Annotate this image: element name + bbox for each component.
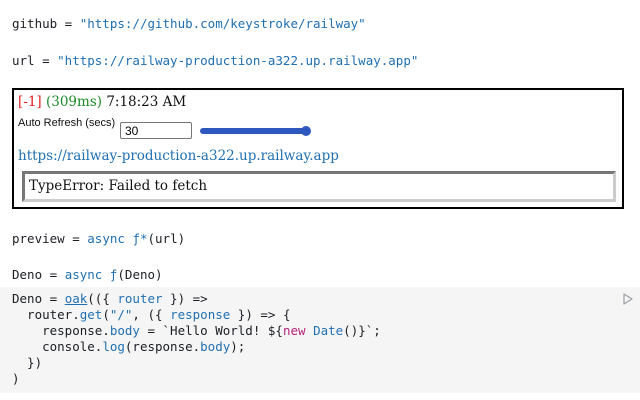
function-glyph: ƒ* xyxy=(132,231,148,246)
code-token-fn: get xyxy=(79,307,103,322)
code-token: response. xyxy=(12,323,110,338)
code-token: = `Hello World! ${ xyxy=(139,323,283,338)
string-value: "https://railway-production-a322.up.rail… xyxy=(57,53,419,68)
code-token: ()}`; xyxy=(343,323,381,338)
code-line: router.get("/", ({ response }) => { xyxy=(12,307,291,323)
code-line: }) xyxy=(12,355,43,370)
var-name: url xyxy=(12,53,35,68)
code-line: Deno = oak(({ router }) => xyxy=(12,291,208,307)
code-token xyxy=(306,323,314,338)
code-line: console.log(response.body); xyxy=(12,339,245,355)
cell-github[interactable]: github = "https://github.com/keystroke/r… xyxy=(12,16,366,32)
string-value: "https://github.com/keystroke/railway" xyxy=(79,16,366,31)
code-token-fn: oak xyxy=(64,291,88,306)
code-token: ); xyxy=(230,339,246,354)
code-token: (({ xyxy=(87,291,118,306)
status-duration: (309ms) xyxy=(45,94,103,110)
preview-widget: [-1] (309ms) 7:18:23 AM Auto Refresh (se… xyxy=(12,88,624,209)
var-name: github xyxy=(12,16,58,31)
var-name: Deno xyxy=(12,267,43,282)
function-args: (url) xyxy=(147,231,186,246)
cell-preview[interactable]: preview = async ƒ*(url) xyxy=(12,231,185,247)
var-name: preview xyxy=(12,231,65,246)
cell-url[interactable]: url = "https://railway-production-a322.u… xyxy=(12,53,418,69)
cell-deno[interactable]: Deno = async ƒ(Deno) xyxy=(12,267,163,283)
async-keyword: async xyxy=(87,231,125,246)
code-token: }) => xyxy=(162,291,208,306)
assign-op: = xyxy=(34,53,58,68)
assign-op: = xyxy=(64,231,88,246)
code-token-fn: Date xyxy=(313,323,344,338)
function-glyph: ƒ xyxy=(109,267,118,282)
code-token: (response. xyxy=(124,339,201,354)
assign-op: = xyxy=(57,16,80,31)
code-token: ( xyxy=(102,307,110,322)
preview-url-link[interactable]: https://railway-production-a322.up.railw… xyxy=(18,148,339,164)
code-token-prop: body xyxy=(109,323,140,338)
code-token: Deno = xyxy=(12,291,65,306)
code-token-prop: body xyxy=(200,339,231,354)
code-token: }) => { xyxy=(230,307,291,322)
code-token: , ({ xyxy=(132,307,171,322)
slider-track xyxy=(200,128,306,134)
code-line: ) xyxy=(12,371,20,386)
assign-op: = xyxy=(42,267,65,282)
error-message: TypeError: Failed to fetch xyxy=(29,178,208,194)
code-token-param: router xyxy=(117,291,163,306)
auto-refresh-label: Auto Refresh (secs) xyxy=(18,117,116,129)
code-token-fn: log xyxy=(102,339,125,354)
status-time: 7:18:23 AM xyxy=(106,94,187,110)
code-editor[interactable]: Deno = oak(({ router }) => router.get("/… xyxy=(0,287,640,393)
slider-thumb[interactable] xyxy=(301,126,311,136)
code-token-keyword: new xyxy=(282,323,306,338)
code-token: router. xyxy=(12,307,80,322)
function-args: (Deno) xyxy=(117,267,163,282)
status-line: [-1] (309ms) 7:18:23 AM xyxy=(18,94,186,110)
auto-refresh-slider[interactable] xyxy=(200,126,311,136)
code-token-string: "/" xyxy=(109,307,133,322)
play-icon[interactable] xyxy=(622,293,634,305)
code-line: response.body = `Hello World! ${new Date… xyxy=(12,323,381,339)
auto-refresh-input[interactable] xyxy=(120,122,192,139)
code-token-param: response xyxy=(170,307,231,322)
code-token: console. xyxy=(12,339,103,354)
status-count: [-1] xyxy=(18,94,42,110)
error-box: TypeError: Failed to fetch xyxy=(22,171,616,202)
async-keyword: async xyxy=(64,267,103,282)
